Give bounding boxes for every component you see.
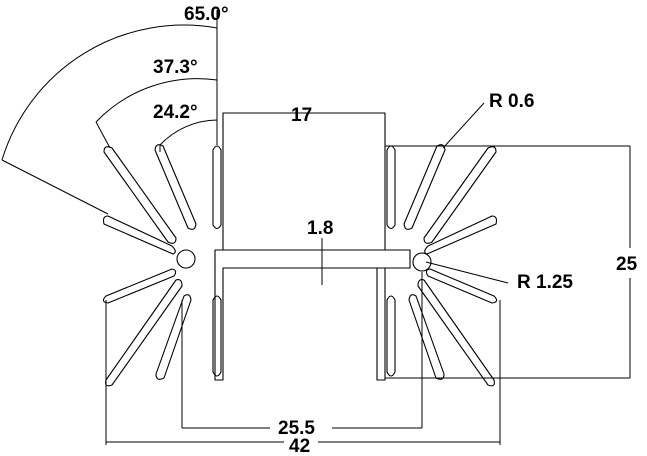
inner-span-label: 25.5: [278, 418, 315, 439]
height-label: 25: [616, 254, 638, 275]
heatsink-body: [214, 112, 411, 381]
linear-dimensions: [105, 102, 631, 445]
angle-dimensions: [1, 10, 218, 215]
thickness-label: 1.8: [307, 218, 333, 239]
left-fins: [102, 144, 222, 387]
radius-large-label: R 1.25: [517, 272, 573, 293]
right-fins: [386, 144, 498, 387]
angle-mid-label: 37.3°: [153, 57, 198, 78]
angle-inner-label: 24.2°: [153, 102, 198, 123]
right-fin-root: [412, 252, 432, 272]
left-fin-root: [176, 249, 196, 269]
radius-small-label: R 0.6: [489, 91, 534, 112]
overall-width-label: 42: [289, 436, 310, 456]
angle-outer-label: 65.0°: [184, 4, 229, 25]
width-top-label: 17: [291, 105, 312, 126]
